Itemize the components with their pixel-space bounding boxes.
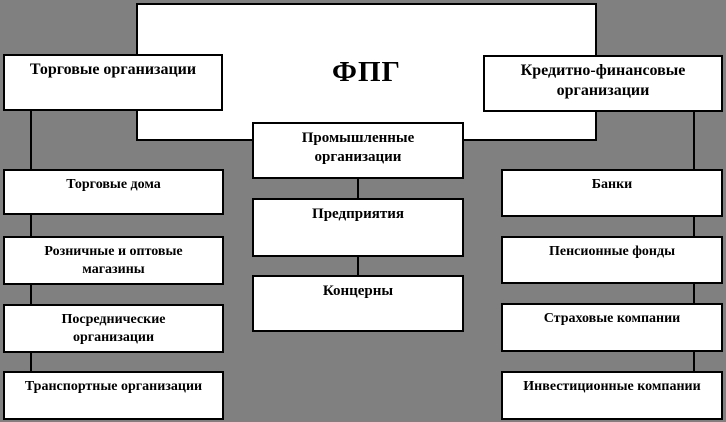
node-investment-companies: Инвестиционные компании: [501, 371, 723, 420]
node-industrial-organizations: Промышленные организации: [252, 122, 464, 179]
node-retail-wholesale-stores: Розничные и оптовые магазины: [3, 236, 224, 285]
node-concerns: Концерны: [252, 275, 464, 332]
node-trade-organizations: Торговые организации: [3, 54, 223, 111]
node-pension-funds: Пенсионные фонды: [501, 236, 723, 284]
node-credit-financial-organizations: Кредитно-финансовые организации: [483, 55, 723, 112]
node-enterprises: Предприятия: [252, 198, 464, 257]
node-insurance-companies: Страховые компании: [501, 303, 723, 352]
node-trade-houses: Торговые дома: [3, 169, 224, 215]
node-banks: Банки: [501, 169, 723, 217]
node-transport-organizations: Транспортные организации: [3, 371, 224, 420]
node-intermediary-organizations: Посреднические организации: [3, 304, 224, 353]
